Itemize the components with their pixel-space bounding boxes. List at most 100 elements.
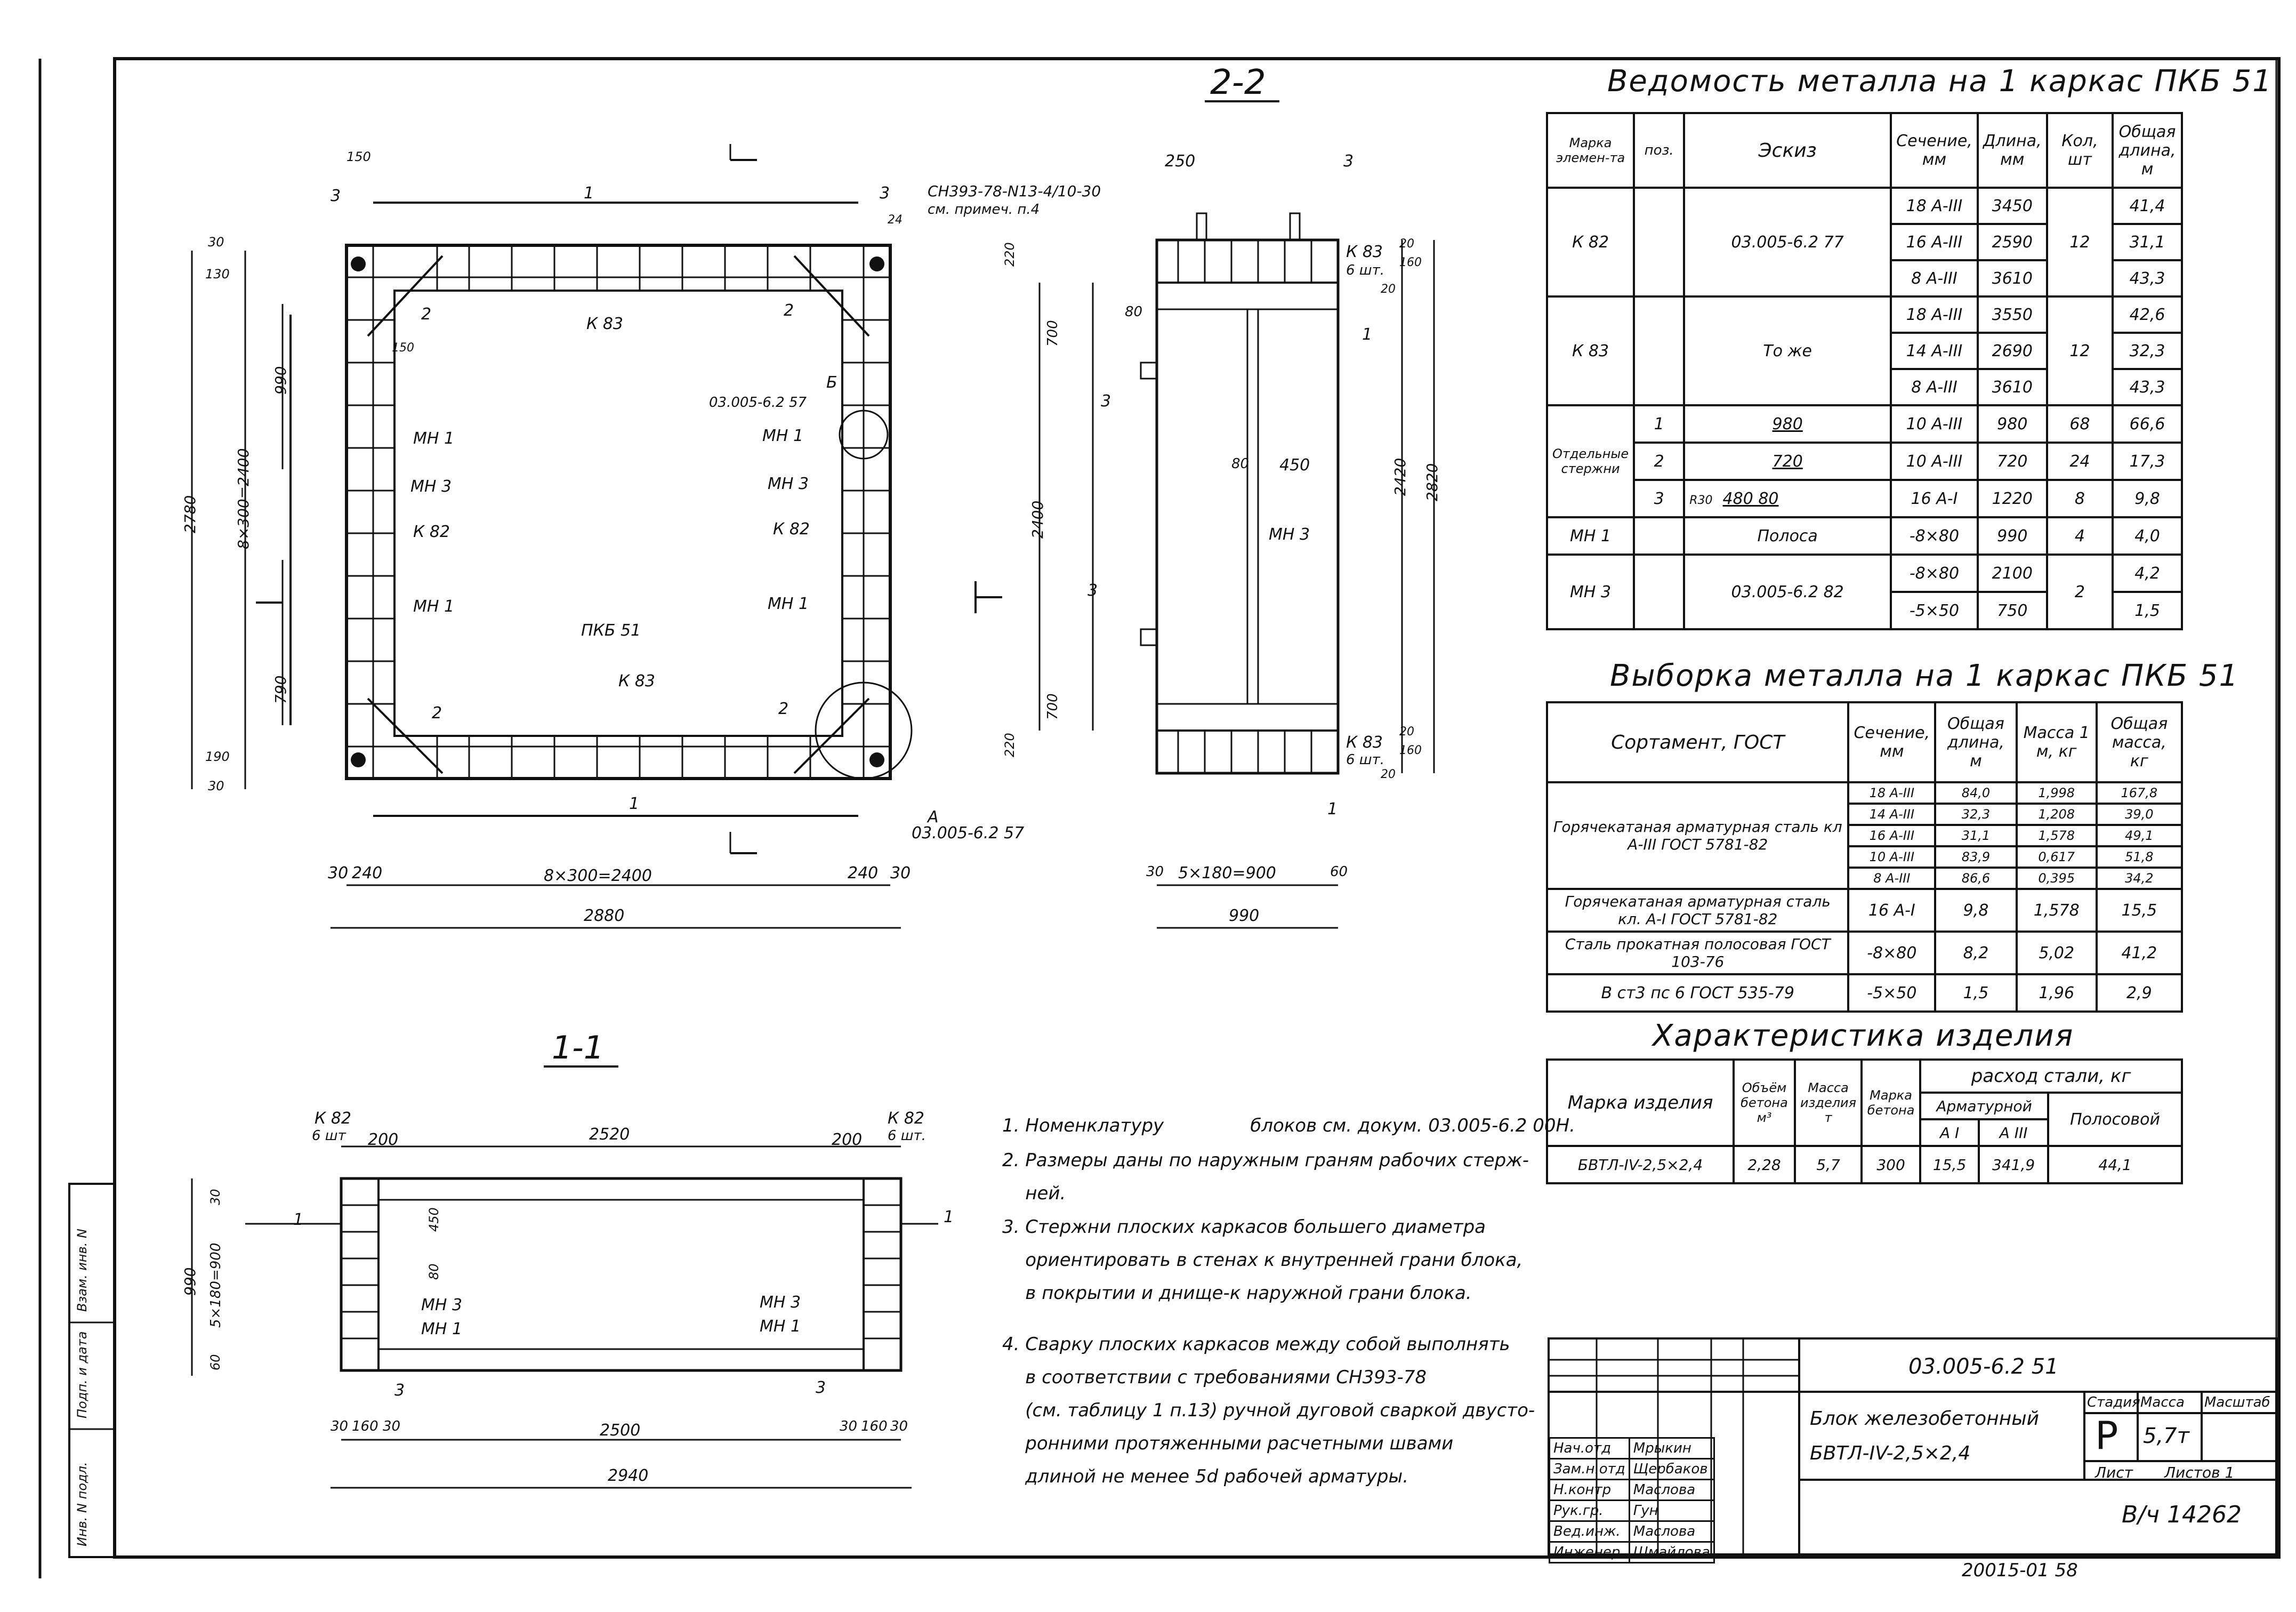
- table-cell: 18 А-III: [1890, 295, 1979, 334]
- side-dim-5x180: 5×180=900: [1178, 864, 1276, 883]
- table-cell: 10 А-III: [1890, 442, 1979, 481]
- side-callout-1: 1: [1362, 325, 1373, 344]
- table-cell: 1,578: [2015, 888, 2098, 933]
- table-cell: 41,2: [2095, 931, 2184, 975]
- dim-790: 790: [272, 675, 289, 704]
- stamp-stage-header: Стадия: [2087, 1394, 2140, 1410]
- dim-240: 240: [352, 864, 383, 883]
- s11-k82-left: К 82: [315, 1109, 352, 1128]
- table-cell: 84,0: [1934, 781, 2018, 805]
- table-cell: 2,28: [1733, 1145, 1796, 1184]
- vedomost-table: Марка элемен-та поз. Эскиз Сечение, мм Д…: [1545, 112, 2183, 630]
- table-cell: -5×50: [1890, 591, 1979, 630]
- table-cell: 12: [2045, 295, 2114, 406]
- table-cell: 66,6: [2112, 404, 2183, 444]
- callout-2: 2: [432, 704, 442, 723]
- table-cell: 2: [1633, 442, 1686, 481]
- sketch-dims: 480 80: [1722, 489, 1779, 508]
- dim-8x300-h: 8×300=2400: [544, 867, 652, 885]
- dim-130: 130: [205, 267, 230, 282]
- table-cell: 2: [2045, 554, 2114, 630]
- col-header: Общая масса, кг: [2095, 701, 2184, 783]
- s11-dim-30: 30: [208, 1189, 223, 1205]
- table-cell: 1,5: [1934, 973, 2018, 1013]
- col-header: Масса 1 м, кг: [2015, 701, 2098, 783]
- table-cell: 9,8: [1934, 888, 2018, 933]
- s11-dim-2500: 2500: [600, 1421, 641, 1440]
- dim-30: 30: [890, 864, 911, 883]
- table-cell: 16 А-I: [1847, 888, 1937, 933]
- s11-dim-2940: 2940: [608, 1466, 649, 1485]
- table-cell: 2690: [1976, 332, 2048, 370]
- table-cell: 750: [1976, 591, 2048, 630]
- col-header: Объём бетона м³: [1733, 1058, 1796, 1147]
- table-cell: 1,96: [2015, 973, 2098, 1013]
- s11-callout-3: 3: [816, 1378, 826, 1397]
- side-dim-20: 20: [1399, 725, 1414, 739]
- s11-mn1-right: МН 1: [760, 1317, 801, 1336]
- table-cell: 15,5: [2095, 888, 2184, 933]
- s11-k82-right: К 82: [888, 1109, 925, 1128]
- table-cell: 9,8: [2112, 479, 2183, 518]
- vyborka-table: Сортамент, ГОСТ Сечение, мм Общая длина,…: [1545, 701, 2184, 1013]
- col-header: Арматурной: [1919, 1092, 2050, 1120]
- s11-dim-200: 200: [368, 1130, 399, 1149]
- person: Гун: [1628, 1499, 1715, 1522]
- s11-callout-1: 1: [293, 1210, 304, 1229]
- table-cell: 17,3: [2112, 442, 2183, 481]
- table-cell: 1,208: [2015, 803, 2098, 826]
- table-cell: 32,3: [2112, 332, 2183, 370]
- s11-dim-160: 160: [352, 1418, 378, 1434]
- side-dim-250: 250: [1165, 152, 1196, 171]
- s11-mn3-left: МН 3: [421, 1296, 463, 1314]
- table-cell: 18 А-III: [1847, 781, 1937, 805]
- side-k83-top-qty: 6 шт.: [1346, 262, 1385, 278]
- s11-dim-450: 450: [426, 1207, 441, 1232]
- person: Маслова: [1628, 1520, 1715, 1543]
- sheet-footer-code: 20015-01 58: [1962, 1560, 2078, 1581]
- table-cell: 1,578: [2015, 824, 2098, 847]
- table-cell: 3450: [1976, 187, 2048, 225]
- plate-label-mn1: МН 1: [413, 597, 455, 616]
- table-cell: 86,6: [1934, 867, 2018, 890]
- side-dim-990: 990: [1229, 907, 1260, 925]
- s11-dim-5x180: 5×180=900: [208, 1242, 224, 1328]
- col-header: Сечение, мм: [1890, 112, 1979, 189]
- weld-note: см. примеч. п.4: [928, 202, 1040, 218]
- weld-spec: СН393-78-N13-4/10-30: [928, 182, 1101, 200]
- s11-dim-2520: 2520: [589, 1125, 630, 1144]
- table-cell: 03.005-6.2 77: [1683, 187, 1892, 298]
- stamp-stage: Р: [2095, 1413, 2118, 1458]
- dim-2780: 2780: [181, 495, 199, 533]
- s11-mn3-right: МН 3: [760, 1293, 801, 1312]
- table-cell: 1: [1633, 404, 1686, 444]
- dim-30: 30: [208, 235, 224, 250]
- table-cell: 83,9: [1934, 845, 2018, 869]
- dim-30: 30: [208, 779, 224, 793]
- s11-k82-right-qty: 6 шт.: [888, 1128, 927, 1144]
- table-cell: 3550: [1976, 295, 2048, 334]
- table-cell: 2,9: [2095, 973, 2184, 1013]
- col-header: Полосовой: [2047, 1092, 2183, 1147]
- side-mn3: МН 3: [1269, 525, 1310, 544]
- stamp-name-2: БВТЛ-IV-2,5×2,4: [1810, 1442, 1971, 1464]
- dim-190: 190: [205, 749, 230, 764]
- table-cell: 44,1: [2047, 1145, 2183, 1184]
- stamp-mass: 5,7т: [2143, 1424, 2189, 1448]
- table-cell: 32,3: [1934, 803, 2018, 826]
- table-cell: 1220: [1976, 479, 2048, 518]
- table-cell: 16 А-I: [1890, 479, 1979, 518]
- s11-dim-160: 160: [861, 1418, 888, 1434]
- table-cell: 16 А-III: [1847, 824, 1937, 847]
- table-cell: 31,1: [2112, 223, 2183, 261]
- table-cell: -8×80: [1890, 554, 1979, 593]
- table-cell: 341,9: [1978, 1145, 2050, 1184]
- col-header: Кол, шт: [2045, 112, 2114, 189]
- s11-dim-80: 80: [426, 1263, 441, 1280]
- s11-callout-3: 3: [394, 1381, 405, 1400]
- stamp-mass-header: Масса: [2140, 1394, 2185, 1410]
- stamp-name-1: Блок железобетонный: [1810, 1408, 2040, 1430]
- s11-dim-30: 30: [840, 1418, 858, 1434]
- table-cell: 41,4: [2112, 187, 2183, 225]
- callout-2: 2: [421, 305, 432, 324]
